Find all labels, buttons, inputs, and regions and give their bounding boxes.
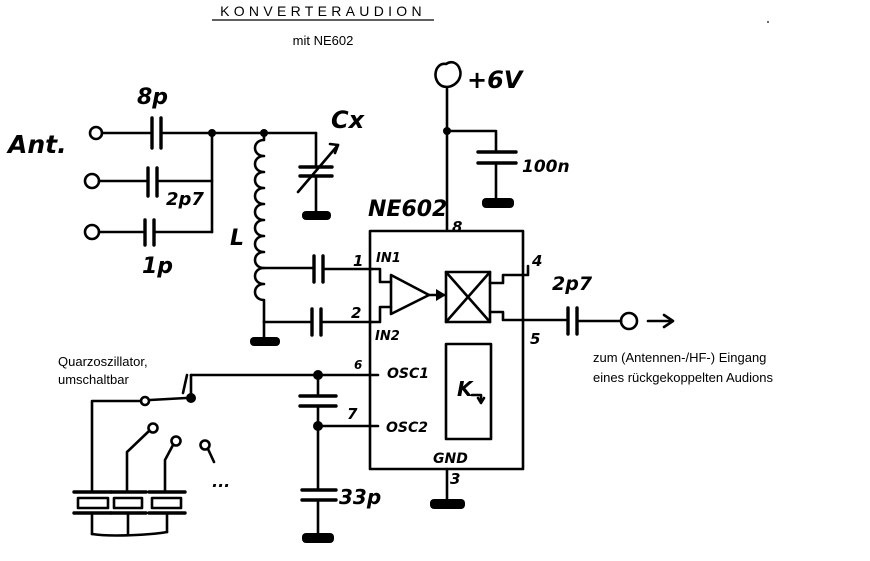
coupling-cap-pin2: [262, 307, 374, 340]
ic-input-wiring: [370, 267, 393, 324]
crystal-quartz-1: [72, 490, 113, 536]
trimmer-capacitor-cx: [296, 131, 340, 214]
ground-symbol-ic: [430, 499, 465, 509]
crystal-quartz-2: [109, 490, 148, 536]
pin-7-label: 7: [347, 405, 358, 423]
crystal-note-pointer: [181, 373, 189, 395]
schematic-subtitle: mit NE602: [293, 33, 354, 48]
ground-symbol-supply: [482, 198, 514, 208]
capacitor-2p7-input: [97, 166, 214, 198]
input-bus-wire: [208, 129, 318, 234]
pin-1-label: 1: [353, 252, 363, 270]
capacitor-33p-label: 33p: [339, 485, 381, 509]
mixer-symbol: [444, 270, 492, 324]
oscillator-cap-network: [189, 370, 380, 490]
trimmer-cx-label: Cx: [331, 106, 366, 134]
crystal-note-line2: umschaltbar: [58, 372, 129, 387]
pin-in1-label: IN1: [376, 251, 401, 266]
decoupling-capacitor-100n: [476, 150, 518, 200]
coupling-cap-pin1: [262, 254, 374, 284]
output-note-line2: eines rückgekoppelten Audions: [593, 370, 773, 385]
ic-label: NE602: [368, 197, 447, 222]
capacitor-1p-label: 1p: [142, 254, 173, 279]
oscillator-k-label: K: [457, 377, 474, 401]
antenna-label: Ant.: [6, 130, 67, 159]
pin-3-label: 3: [450, 470, 460, 488]
inductor-l: [253, 131, 266, 324]
pin-osc2-label: OSC2: [386, 420, 428, 436]
supply-terminal: [434, 60, 498, 232]
ground-symbol-coil: [250, 337, 280, 346]
ground-symbol-osc: [302, 533, 334, 543]
crystal-dots: ...: [212, 472, 230, 491]
pin-6-label: 6: [354, 358, 362, 372]
pin-5-label: 5: [530, 330, 540, 348]
crystal-quartz-3: [147, 490, 187, 534]
output-terminal: [619, 311, 639, 331]
oscillator-k-arrow: [470, 393, 486, 405]
pin-osc1-label: OSC1: [387, 366, 429, 382]
antenna-input-terminals: [83, 125, 104, 241]
mixer-output-wiring: [488, 264, 530, 322]
pin-gnd-label: GND: [433, 451, 468, 467]
pin-2-label: 2: [351, 304, 361, 322]
capacitor-33p: [300, 488, 338, 536]
pin-in2-label: IN2: [375, 329, 400, 344]
output-note-line1: zum (Antennen-/HF-) Eingang: [593, 350, 766, 365]
pin-4-label: 4: [531, 252, 542, 270]
capacitor-8p-label: 8p: [137, 85, 168, 110]
decoupling-capacitor-label: 100n: [522, 157, 570, 177]
output-capacitor-label: 2p7: [552, 273, 593, 295]
capacitor-2p7-input-label: 2p7: [166, 189, 204, 210]
schematic-title: KONVERTERAUDION: [220, 3, 426, 19]
supply-label: +6V: [467, 66, 525, 94]
amplifier-symbol: [389, 273, 431, 316]
inductor-label: L: [230, 226, 244, 251]
oscillator-block: [444, 342, 493, 441]
capacitor-1p: [97, 218, 214, 247]
crystal-switch-contacts: [125, 422, 216, 492]
crystal-selector-switch: [90, 373, 196, 492]
stray-dot: [767, 21, 769, 23]
output-arrow: [646, 313, 675, 329]
pin-8-label: 8: [452, 218, 462, 236]
capacitor-8p: [100, 116, 214, 150]
ground-symbol-cx: [302, 211, 331, 220]
crystal-common-wire: [90, 530, 169, 537]
amplifier-to-mixer-arrow: [427, 289, 446, 301]
output-capacitor-2p7: [521, 306, 623, 336]
crystal-note-line1: Quarzoszillator,: [58, 354, 148, 369]
